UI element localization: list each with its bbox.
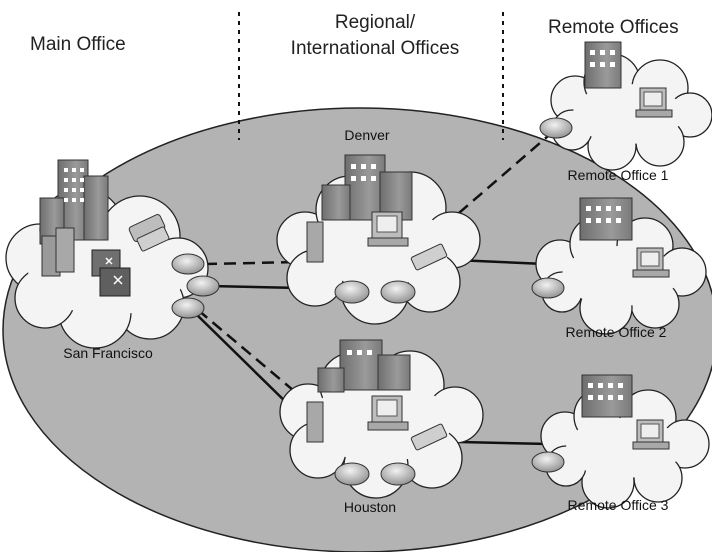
header-main-office: Main Office	[30, 34, 126, 55]
label-san-francisco: San Francisco	[63, 345, 153, 361]
workstation-icon	[632, 247, 670, 278]
building-icon	[317, 339, 411, 393]
server-icon	[41, 227, 75, 277]
router-icon	[171, 253, 205, 275]
label-denver: Denver	[344, 127, 389, 143]
workstation-icon	[367, 211, 409, 247]
header-regional-line-2: International Offices	[290, 38, 460, 59]
server-icon	[306, 221, 324, 263]
router-icon	[531, 277, 565, 299]
label-remote-office-1: Remote Office 1	[568, 167, 669, 183]
workstation-icon	[632, 419, 670, 450]
phone-icon	[410, 243, 448, 271]
label-remote-office-2: Remote Office 2	[566, 324, 667, 340]
building-icon	[39, 159, 109, 245]
building-icon	[581, 374, 633, 418]
server-icon	[306, 401, 324, 443]
switch-icon	[91, 249, 131, 297]
label-remote-office-3: Remote Office 3	[568, 497, 669, 513]
building-icon	[579, 197, 633, 241]
router-icon	[531, 451, 565, 473]
router-icon	[334, 280, 370, 304]
workstation-icon	[367, 395, 409, 431]
phone-icon	[128, 214, 170, 252]
router-icon	[380, 280, 416, 304]
workstation-icon	[635, 87, 673, 118]
label-houston: Houston	[344, 499, 396, 515]
router-icon	[539, 117, 573, 139]
router-icon	[186, 275, 220, 297]
phone-icon	[410, 423, 448, 451]
router-icon	[334, 462, 370, 486]
header-regional-line-1: Regional/	[334, 12, 416, 33]
header-remote-offices: Remote Offices	[548, 17, 679, 38]
header-regional-offices: Regional/ International Offices	[265, 10, 485, 62]
router-icon	[171, 297, 205, 319]
building-icon	[584, 41, 622, 89]
router-icon	[380, 462, 416, 486]
